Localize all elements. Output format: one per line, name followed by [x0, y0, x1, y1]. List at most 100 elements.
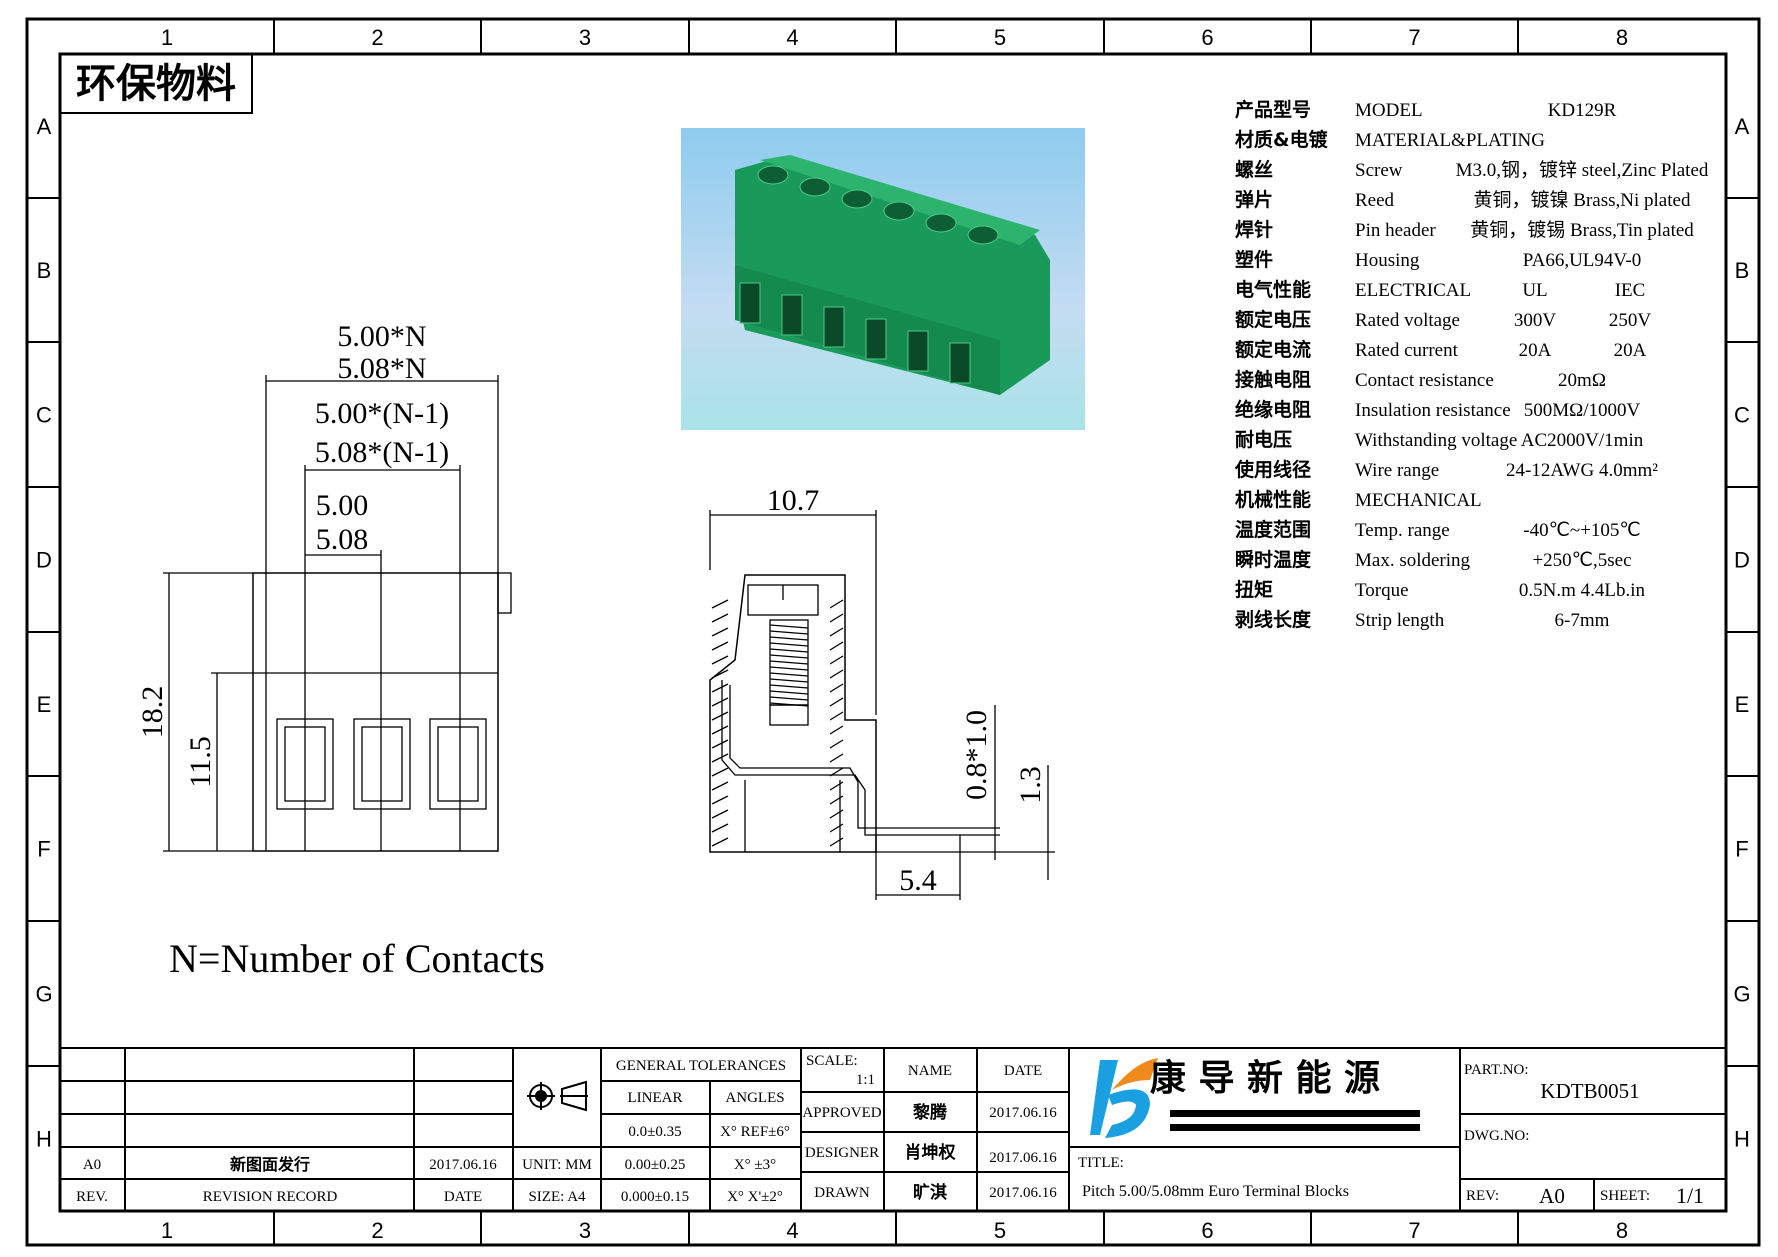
dwg-no-label: DWG.NO:	[1464, 1128, 1529, 1144]
spec-label-cn: 弹片	[1235, 188, 1273, 211]
spec-value: +250℃,5sec	[1532, 550, 1631, 571]
designer-label: DESIGNER	[805, 1145, 879, 1161]
spec-label-en: Rated voltage	[1355, 310, 1460, 331]
spec-label-cn: 机械性能	[1235, 488, 1311, 511]
dim-height-total: 18.2	[136, 686, 169, 739]
zone-row-right: D	[1734, 548, 1750, 573]
dim-pitch-500: 5.00	[316, 489, 369, 522]
spec-label-cn: 剥线长度	[1235, 608, 1312, 631]
spec-value: 24-12AWG 4.0mm²	[1506, 460, 1658, 481]
spec-value: 500MΩ/1000V	[1524, 400, 1641, 421]
dim-depth: 10.7	[767, 484, 820, 517]
dim-overall-500: 5.00*N	[337, 320, 426, 353]
spec-label-en: Pin header	[1355, 220, 1436, 241]
spec-label-cn: 接触电阻	[1235, 368, 1311, 391]
spec-label-cn: 绝缘电阻	[1235, 398, 1311, 421]
spec-label-en: Max. soldering	[1355, 550, 1471, 571]
part-no-label: PART.NO:	[1464, 1062, 1529, 1078]
zone-row-left: C	[36, 403, 52, 428]
spec-label-en: Rated current	[1355, 340, 1459, 361]
rev-header: REV.	[76, 1189, 108, 1205]
spec-label-cn: 使用线径	[1234, 458, 1311, 481]
spec-label-en: Withstanding voltage	[1355, 430, 1517, 451]
zone-row-left: E	[37, 692, 52, 717]
drawn-name: 旷淇	[913, 1182, 947, 1203]
angle-tolerance-1: X° REF±6°	[720, 1124, 790, 1140]
sheet-value: 1/1	[1676, 1183, 1704, 1208]
spec-label-cn: 电气性能	[1235, 278, 1311, 301]
unit-label: UNIT: MM	[522, 1157, 592, 1173]
zone-column-top: 2	[371, 25, 383, 50]
zone-row-left: H	[36, 1127, 52, 1152]
spec-label-cn: 扭矩	[1235, 578, 1273, 601]
zone-row-right: G	[1733, 982, 1750, 1007]
spec-label-en: MECHANICAL	[1355, 490, 1482, 511]
dim-pitch-508: 5.08	[316, 523, 369, 556]
spec-value-ul: 300V	[1514, 310, 1557, 331]
contacts-note: N=Number of Contacts	[169, 936, 545, 981]
angle-tolerance-3: X° X'±2°	[727, 1189, 783, 1205]
spec-label-en: Housing	[1355, 250, 1420, 271]
spec-value-iec: 250V	[1609, 310, 1652, 331]
spec-label-en: Strip length	[1355, 610, 1445, 631]
spec-label-en: ELECTRICAL	[1355, 280, 1471, 301]
front-view	[163, 375, 512, 852]
rev-label-value: A0	[1539, 1184, 1565, 1208]
spec-label-cn: 塑件	[1235, 248, 1273, 271]
eco-label-box	[59, 53, 253, 114]
spec-row: 使用线径 Wire range 24-12AWG 4.0mm²	[1234, 458, 1658, 481]
spec-label-cn: 螺丝	[1235, 158, 1273, 181]
spec-value-ul: 20A	[1519, 340, 1552, 361]
zone-row-right: H	[1734, 1127, 1750, 1152]
spec-label-en: Temp. range	[1355, 520, 1450, 541]
dim-span-500: 5.00*(N-1)	[315, 397, 449, 430]
drawing-title: Pitch 5.00/5.08mm Euro Terminal Blocks	[1082, 1183, 1349, 1200]
spec-value: 黄铜，镀镍 Brass,Ni plated	[1474, 189, 1691, 211]
zone-row-right: C	[1734, 403, 1750, 428]
rev-label: REV:	[1466, 1188, 1499, 1204]
dim-height-body: 11.5	[184, 736, 217, 787]
spec-row: 额定电压 Rated voltage 300V 250V	[1235, 308, 1651, 331]
zone-column-bottom: 4	[786, 1218, 798, 1243]
spec-label-en: Wire range	[1355, 460, 1439, 481]
spec-label-en: MATERIAL&PLATING	[1355, 130, 1545, 151]
sheet-label: SHEET:	[1600, 1188, 1650, 1204]
spec-label-en: Contact resistance	[1355, 370, 1494, 391]
spec-label-cn: 额定电压	[1235, 308, 1311, 331]
zone-column-bottom: 3	[579, 1218, 591, 1243]
zone-row-left: D	[36, 548, 52, 573]
zone-column-top: 3	[579, 25, 591, 50]
zone-column-bottom: 2	[371, 1218, 383, 1243]
product-photo	[681, 128, 1085, 430]
zone-row-left: B	[37, 258, 52, 283]
dim-pin-offset: 5.4	[899, 864, 937, 897]
revision-record-value: 新图面发行	[230, 1155, 310, 1174]
zone-column-top: 4	[786, 25, 798, 50]
zone-row-right: F	[1735, 837, 1748, 862]
zone-column-top: 5	[994, 25, 1006, 50]
spec-value: 20mΩ	[1558, 370, 1606, 391]
spec-row: 机械性能 MECHANICAL	[1235, 488, 1482, 511]
zone-column-bottom: 5	[994, 1218, 1006, 1243]
linear-tolerance-2: 0.00±0.25	[625, 1157, 686, 1173]
zone-column-bottom: 1	[161, 1218, 173, 1243]
spec-row: 接触电阻 Contact resistance 20mΩ	[1235, 368, 1606, 391]
approved-name: 黎腾	[913, 1102, 948, 1123]
name-header: NAME	[908, 1063, 952, 1079]
general-tolerances-header: GENERAL TOLERANCES	[616, 1058, 786, 1074]
date-column-header: DATE	[1004, 1063, 1042, 1079]
spec-label-en: Torque	[1355, 580, 1409, 601]
dim-overall-508: 5.08*N	[337, 352, 426, 385]
company-logo	[1090, 1058, 1420, 1138]
spec-label-cn: 瞬时温度	[1235, 548, 1312, 571]
